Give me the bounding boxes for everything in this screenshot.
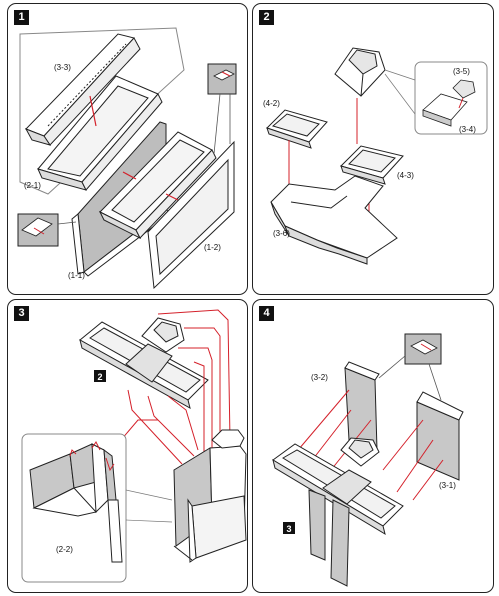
part-3-3 [24,33,141,146]
part-3-6 [270,175,398,265]
label-1-1: (1-1) [68,271,85,280]
part-2-1 [37,75,163,191]
guide-line [122,171,137,180]
part-1-2 [147,140,235,290]
cross-assembly [272,437,404,587]
label-3-2: (3-2) [311,373,328,382]
ref-badge-text: 3 [286,524,291,534]
cross-assembly [79,317,209,409]
label-3-3: (3-3) [54,63,71,72]
ref-badge-text: 2 [97,372,102,382]
step-number: 2 [259,10,274,25]
step-number: 3 [14,306,29,321]
step-3-panel: 3 2 [7,299,248,593]
step-4-panel: 4 [252,299,494,593]
tower-assembly [173,429,247,563]
label-4-2: (4-2) [263,99,280,108]
label-3-6: (3-6) [273,229,290,238]
part-trough-top [98,131,217,240]
part-3-5-top [334,47,386,97]
label-3-1: (3-1) [439,481,456,490]
step-3-diagram: 2 (2-2) [21,309,247,583]
part-4-3 [340,145,404,185]
step-number: 4 [259,306,274,321]
ref-badge [94,370,106,382]
step-1-diagram: (3-3) (2-1) (1-1) (1-2) [17,27,237,290]
label-2-1: (2-1) [24,181,41,190]
step-number: 1 [14,10,29,25]
part-3-1 [416,391,464,481]
label-4-3: (4-3) [397,171,414,180]
ref-badge [283,522,295,534]
step-2-diagram: (4-2) (3-5) (3-4) (4-3) (3-6) [263,47,488,265]
step-2-panel: 2 [252,3,494,295]
label-2-2: (2-2) [56,545,73,554]
part-4-2 [266,109,328,149]
step-1-panel: 1 [7,3,248,295]
label-1-2: (1-2) [204,243,221,252]
part-3-2 [344,361,380,451]
guide-line [89,95,97,127]
label-3-5: (3-5) [453,67,470,76]
label-3-4: (3-4) [459,125,476,134]
step-4-diagram: 3 (3-2) (3-1) [272,333,464,587]
